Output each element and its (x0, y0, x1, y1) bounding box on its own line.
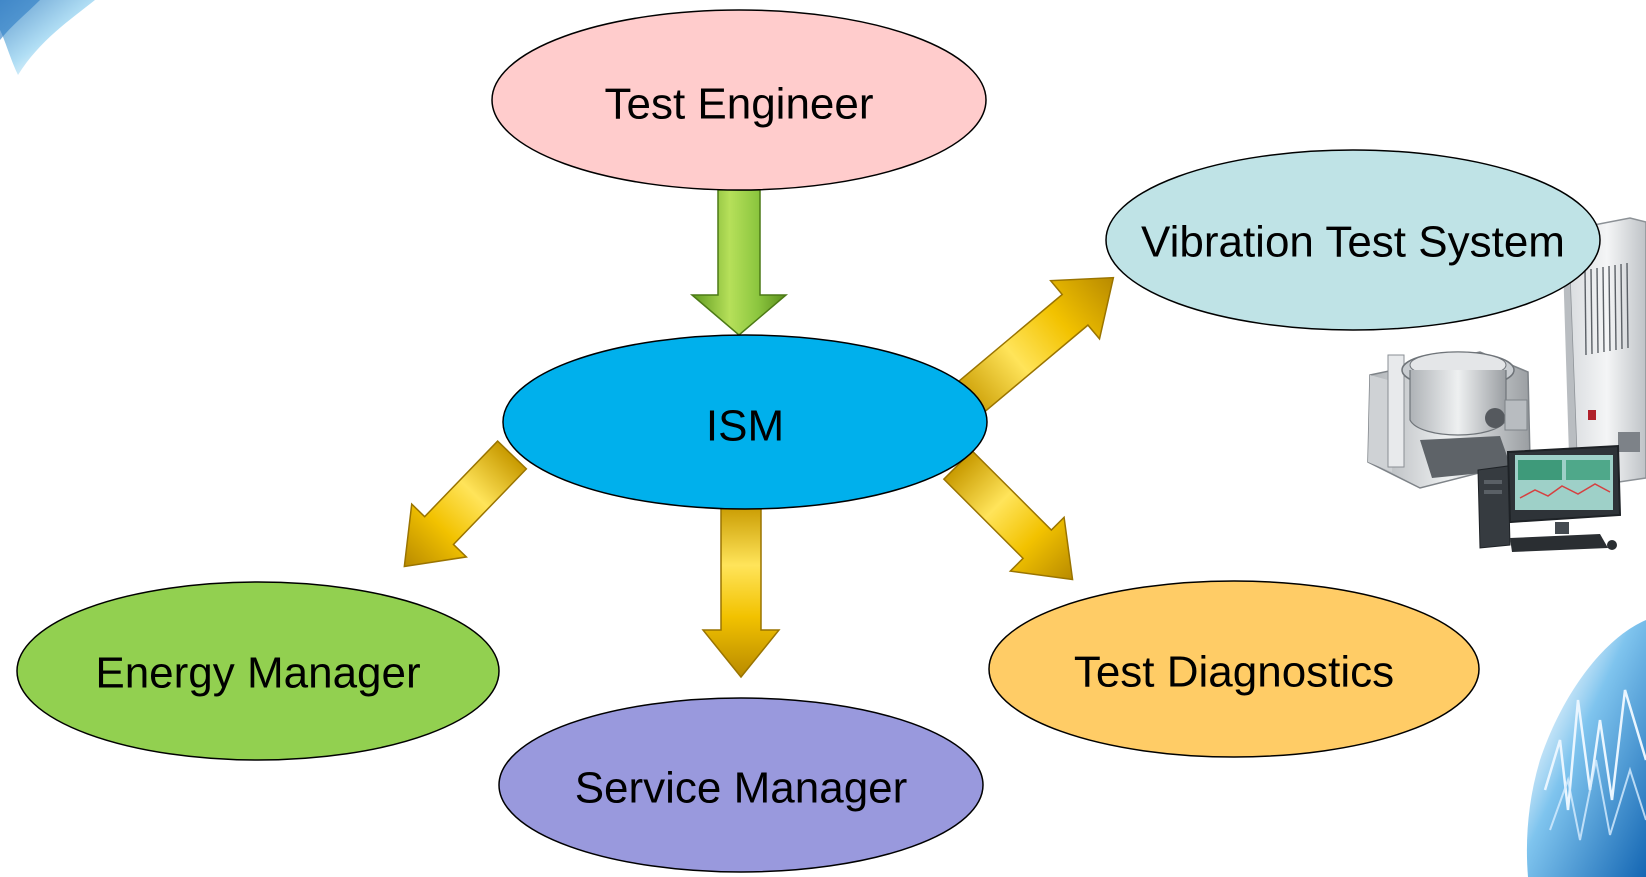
node-energy-manager: Energy Manager (16, 581, 500, 761)
node-label-energy-manager: Energy Manager (95, 649, 420, 698)
arrow-ism-to-service-manager (701, 504, 781, 679)
node-test-engineer: Test Engineer (491, 9, 987, 191)
keyboard (1510, 534, 1617, 552)
node-label-vibration-test-system: Vibration Test System (1141, 218, 1565, 267)
node-label-test-diagnostics: Test Diagnostics (1074, 648, 1394, 697)
node-label-service-manager: Service Manager (575, 764, 908, 813)
arrow-ism-to-energy-manager (403, 440, 528, 568)
monitor (1506, 444, 1622, 534)
corner-decoration-top-left (0, 0, 95, 75)
node-ism: ISM (502, 334, 988, 510)
corner-decoration-bottom-right (1526, 620, 1646, 877)
arrow-ism-to-test-diagnostics (942, 449, 1074, 581)
tower-pc (1477, 465, 1511, 549)
node-vibration-test-system: Vibration Test System (1105, 149, 1601, 331)
node-service-manager: Service Manager (498, 697, 984, 873)
shaker-unit (1367, 351, 1531, 489)
arrow-test-engineer-to-ism (689, 189, 789, 336)
node-label-ism: ISM (706, 402, 784, 451)
control-rack-cabinet (1562, 217, 1646, 489)
vibration-test-equipment-photo (1367, 217, 1646, 552)
arrow-ism-to-vibration-test-system (950, 276, 1115, 420)
node-label-test-engineer: Test Engineer (604, 80, 873, 129)
node-test-diagnostics: Test Diagnostics (988, 580, 1480, 758)
